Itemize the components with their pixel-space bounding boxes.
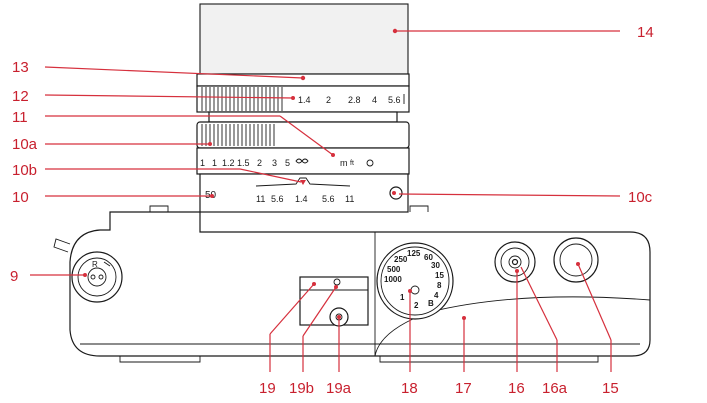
aperture-value: 4 [372, 95, 377, 105]
callout-16: 16 [508, 380, 525, 397]
dof-value: 1.4 [295, 194, 308, 204]
lens: 1.4 2 2.8 4 5.6 1 1 1.2 1.5 2 3 5 [196, 3, 410, 213]
feet-unit-label: ft [350, 160, 354, 167]
callout-10a: 10a [12, 136, 38, 153]
shutter-speed-value: 15 [435, 271, 444, 280]
shutter-speed-value: 30 [431, 261, 440, 270]
infinity-mark [295, 158, 309, 164]
callout-17: 17 [455, 380, 472, 397]
dof-value: 11 [345, 194, 354, 204]
shutter-speed-value: 125 [407, 249, 421, 258]
callout-10c: 10c [628, 189, 653, 206]
callout-16a: 16a [542, 380, 568, 397]
shutter-speed-value: 1000 [384, 275, 402, 284]
callout-10b: 10b [12, 162, 37, 179]
aperture-value: 1.4 [298, 95, 311, 105]
callout-9: 9 [10, 268, 18, 285]
callout-19b: 19b [289, 380, 314, 397]
shutter-speed-value: 250 [394, 255, 408, 264]
distance-value: 5 [285, 158, 290, 168]
callout-19: 19 [259, 380, 276, 397]
accessory-shoe [299, 276, 369, 327]
callout-labels: 14 13 12 11 10a 10b 10 10c 9 19 19b 19a … [10, 24, 654, 397]
distance-value: 2 [257, 158, 262, 168]
callout-18: 18 [401, 380, 418, 397]
dof-value: 5.6 [271, 194, 284, 204]
shutter-speed-value: 500 [387, 265, 401, 274]
distance-value: 1 [212, 158, 217, 168]
focusing-ring[interactable] [196, 121, 410, 149]
distance-value: 1.5 [237, 158, 250, 168]
dof-value: 11 [256, 194, 265, 204]
callout-12: 12 [12, 88, 29, 105]
callout-19a: 19a [326, 380, 352, 397]
shutter-speed-value: B [428, 299, 434, 308]
callout-14: 14 [637, 24, 654, 41]
leader-lines [30, 28, 621, 372]
metre-unit-label: m [340, 158, 348, 168]
aperture-value: 2.8 [348, 95, 361, 105]
rewind-knob[interactable]: R [71, 251, 123, 303]
distance-value: 1.2 [222, 158, 235, 168]
shutter-speed-value: 2 [414, 301, 419, 310]
callout-10: 10 [12, 189, 29, 206]
shutter-speed-value: 8 [437, 281, 442, 290]
dof-value: 5.6 [322, 194, 335, 204]
rewind-letter: R [92, 260, 98, 269]
shutter-speed-value: 60 [424, 253, 433, 262]
aperture-ring-knurl [201, 87, 283, 111]
callout-15: 15 [602, 380, 619, 397]
shutter-release-button[interactable] [494, 241, 536, 283]
callout-13: 13 [12, 59, 29, 76]
shutter-speed-value: 1 [400, 293, 405, 302]
focusing-ring-knurl [201, 124, 275, 146]
aperture-ring[interactable] [196, 85, 410, 113]
lens-hood [199, 3, 409, 75]
shutter-speed-value: 4 [434, 291, 439, 300]
aperture-value: 2 [326, 95, 331, 105]
aperture-value: 5.6 [388, 95, 401, 105]
function-button[interactable] [553, 237, 599, 283]
callout-11: 11 [12, 109, 28, 126]
shoe-screw-icon [333, 278, 341, 286]
focus-lock-mark [366, 159, 374, 167]
distance-value: 1 [200, 158, 205, 168]
shutter-speed-dial[interactable]: 1000 500 250 125 60 30 15 8 4 2 1 B [376, 242, 454, 320]
distance-value: 3 [272, 158, 277, 168]
